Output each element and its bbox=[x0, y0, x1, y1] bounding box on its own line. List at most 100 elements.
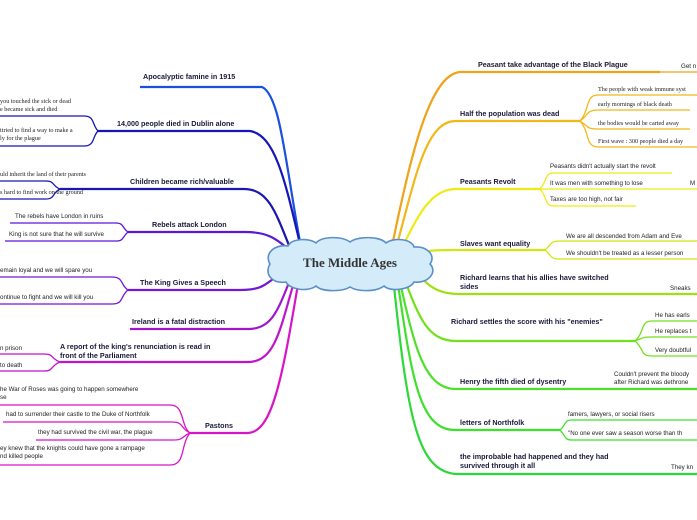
node-half[interactable]: Half the population was dead bbox=[460, 109, 560, 118]
branch-pastons bbox=[190, 283, 300, 435]
sub-slaves-1 bbox=[544, 240, 697, 251]
leaf-revolt-1[interactable]: Peasants didn't actually start the revol… bbox=[550, 163, 656, 170]
node-rebels[interactable]: Rebels attack London bbox=[152, 220, 227, 229]
branch-settles bbox=[402, 277, 635, 343]
sub-pastons-1 bbox=[0, 404, 191, 434]
leaf-pastons-1[interactable]: he War of Roses was going to happen some… bbox=[0, 386, 139, 393]
node-report-line2[interactable]: front of the Parliament bbox=[60, 351, 137, 360]
leaf-pastons-4b[interactable]: nd killed people bbox=[0, 453, 44, 460]
node-king[interactable]: The King Gives a Speech bbox=[140, 278, 226, 287]
leaf-revolt-4[interactable]: M bbox=[690, 180, 696, 187]
leaf-report-2[interactable]: to death bbox=[0, 362, 23, 369]
node-children[interactable]: Children became rich/valuable bbox=[130, 177, 234, 186]
leaf-dublin-1[interactable]: you touched the sick or dead bbox=[0, 98, 71, 105]
branch-improbable bbox=[392, 285, 697, 476]
leaf-allies-1[interactable]: Sneaks bbox=[670, 285, 691, 292]
sub-settles-3 bbox=[634, 340, 697, 357]
sub-revolt-1 bbox=[539, 172, 672, 190]
node-ireland[interactable]: Ireland is a fatal distraction bbox=[132, 317, 226, 326]
branch-peasant bbox=[390, 70, 660, 247]
leaf-half-3[interactable]: the bodies would be carted away bbox=[598, 120, 679, 127]
node-allies-line1[interactable]: Richard learns that his allies have swit… bbox=[460, 273, 609, 282]
sub-letters-2 bbox=[559, 429, 697, 441]
node-allies-line2[interactable]: sides bbox=[460, 282, 479, 291]
branch-half bbox=[394, 119, 580, 249]
leaf-revolt-3[interactable]: Taxes are too high, not fair bbox=[550, 196, 623, 203]
leaf-dublin-3[interactable]: ttried to find a way to make a bbox=[0, 127, 73, 134]
sub-dublin-2 bbox=[0, 130, 99, 147]
branch-ireland bbox=[130, 279, 292, 331]
leaf-children-1[interactable]: uld inherit the land of their parents bbox=[0, 171, 86, 178]
leaf-half-2[interactable]: early mornings of black death bbox=[598, 101, 672, 108]
branch-children bbox=[60, 187, 292, 249]
sub-report-1 bbox=[0, 353, 61, 363]
branch-henry bbox=[398, 281, 697, 391]
node-revolt[interactable]: Peasants Revolt bbox=[460, 177, 516, 186]
leaf-slaves-2[interactable]: We shouldn't be treated as a lesser pers… bbox=[566, 250, 684, 257]
leaf-letters-1[interactable]: famers, lawyers, or social risers bbox=[568, 411, 655, 418]
leaf-settles-3[interactable]: Very doubtful bbox=[655, 347, 692, 354]
node-dublin[interactable]: 14,000 people died in Dublin alone bbox=[117, 119, 235, 128]
sub-children-1 bbox=[0, 180, 61, 190]
leaf-revolt-2[interactable]: It was men with something to lose bbox=[550, 180, 643, 187]
leaf-letters-2[interactable]: "No one ever saw a season worse than th bbox=[568, 430, 683, 437]
branch-famine bbox=[140, 85, 302, 243]
branch-dublin bbox=[98, 129, 302, 245]
leaf-report-1[interactable]: n prison bbox=[0, 345, 23, 352]
leaf-peasant-1[interactable]: Get n bbox=[681, 63, 697, 70]
leaf-slaves-1[interactable]: We are all descended from Adam and Eve bbox=[566, 233, 682, 240]
node-henry[interactable]: Henry the fifth died of dysentry bbox=[460, 377, 567, 386]
sub-letters-1 bbox=[559, 419, 697, 431]
sub-half-1 bbox=[579, 94, 697, 122]
sub-settles-2 bbox=[634, 336, 697, 342]
leaf-pastons-2[interactable]: had to surrender their castle to the Duk… bbox=[6, 411, 150, 418]
leaf-settles-2[interactable]: He replaces t bbox=[655, 328, 692, 335]
sub-half-3 bbox=[579, 120, 690, 130]
leaf-dublin-4[interactable]: ly for the plague bbox=[0, 135, 41, 142]
leaf-half-1[interactable]: The people with weak immune syst bbox=[598, 86, 686, 93]
sub-revolt-3 bbox=[539, 188, 636, 207]
sub-slaves-2 bbox=[544, 249, 697, 260]
node-settles[interactable]: Richard settles the score with his "enem… bbox=[451, 317, 603, 326]
sub-king-1 bbox=[0, 276, 129, 291]
node-peasant[interactable]: Peasant take advantage of the Black Plag… bbox=[478, 60, 628, 69]
sub-rebels-2 bbox=[5, 231, 129, 242]
node-improbable-line2[interactable]: survived through it all bbox=[460, 461, 536, 470]
branch-letters bbox=[396, 283, 560, 432]
node-famine[interactable]: Apocalyptic famine in 1915 bbox=[143, 72, 236, 81]
sub-half-4 bbox=[579, 120, 697, 148]
sub-settles-1 bbox=[634, 320, 697, 342]
node-improbable-line1[interactable]: the improbable had happened and they had bbox=[460, 452, 609, 461]
sub-king-2 bbox=[0, 289, 129, 305]
central-node-title[interactable]: The Middle Ages bbox=[303, 255, 397, 270]
leaf-pastons-4[interactable]: ey knew that the knights could have gone… bbox=[0, 445, 145, 452]
leaf-half-4[interactable]: First wave : 300 people died a day bbox=[598, 138, 684, 145]
leaf-henry-1[interactable]: Couldn't prevent the bloody bbox=[614, 371, 690, 378]
leaf-rebels-1[interactable]: The rebels have London in ruins bbox=[15, 213, 104, 220]
central-node[interactable] bbox=[262, 236, 438, 292]
sub-report-2 bbox=[0, 361, 61, 372]
sub-pastons-2 bbox=[3, 421, 191, 434]
sub-rebels-1 bbox=[10, 222, 129, 233]
leaf-improbable-1[interactable]: They kn bbox=[671, 464, 694, 471]
node-pastons[interactable]: Pastons bbox=[205, 421, 233, 430]
leaf-pastons-1b[interactable]: se bbox=[0, 394, 7, 401]
sub-pastons-4 bbox=[0, 432, 191, 466]
node-letters[interactable]: letters of Northfolk bbox=[460, 418, 525, 427]
sub-half-2 bbox=[579, 109, 690, 122]
node-slaves[interactable]: Slaves want equality bbox=[460, 239, 531, 248]
branch-report bbox=[60, 281, 296, 364]
sub-dublin-1 bbox=[0, 115, 99, 132]
leaf-king-2[interactable]: ontinue to fight and we will kill you bbox=[0, 294, 94, 301]
leaf-king-1[interactable]: emain loyal and we will spare you bbox=[0, 267, 93, 274]
leaf-pastons-3[interactable]: they had survived the civil war, the pla… bbox=[38, 429, 153, 436]
leaf-dublin-2[interactable]: e became sick and died bbox=[0, 106, 58, 113]
branch-revolt bbox=[399, 187, 540, 253]
leaf-rebels-2[interactable]: King is not sure that he will survive bbox=[9, 231, 104, 238]
node-report-line1[interactable]: A report of the king's renunciation is r… bbox=[60, 342, 211, 351]
leaf-children-2[interactable]: s hard to find work on the ground bbox=[0, 189, 84, 196]
leaf-henry-2[interactable]: after Richard was dethrone bbox=[614, 379, 689, 386]
leaf-settles-1[interactable]: He has earls bbox=[655, 312, 690, 319]
sub-children-2 bbox=[0, 188, 61, 200]
